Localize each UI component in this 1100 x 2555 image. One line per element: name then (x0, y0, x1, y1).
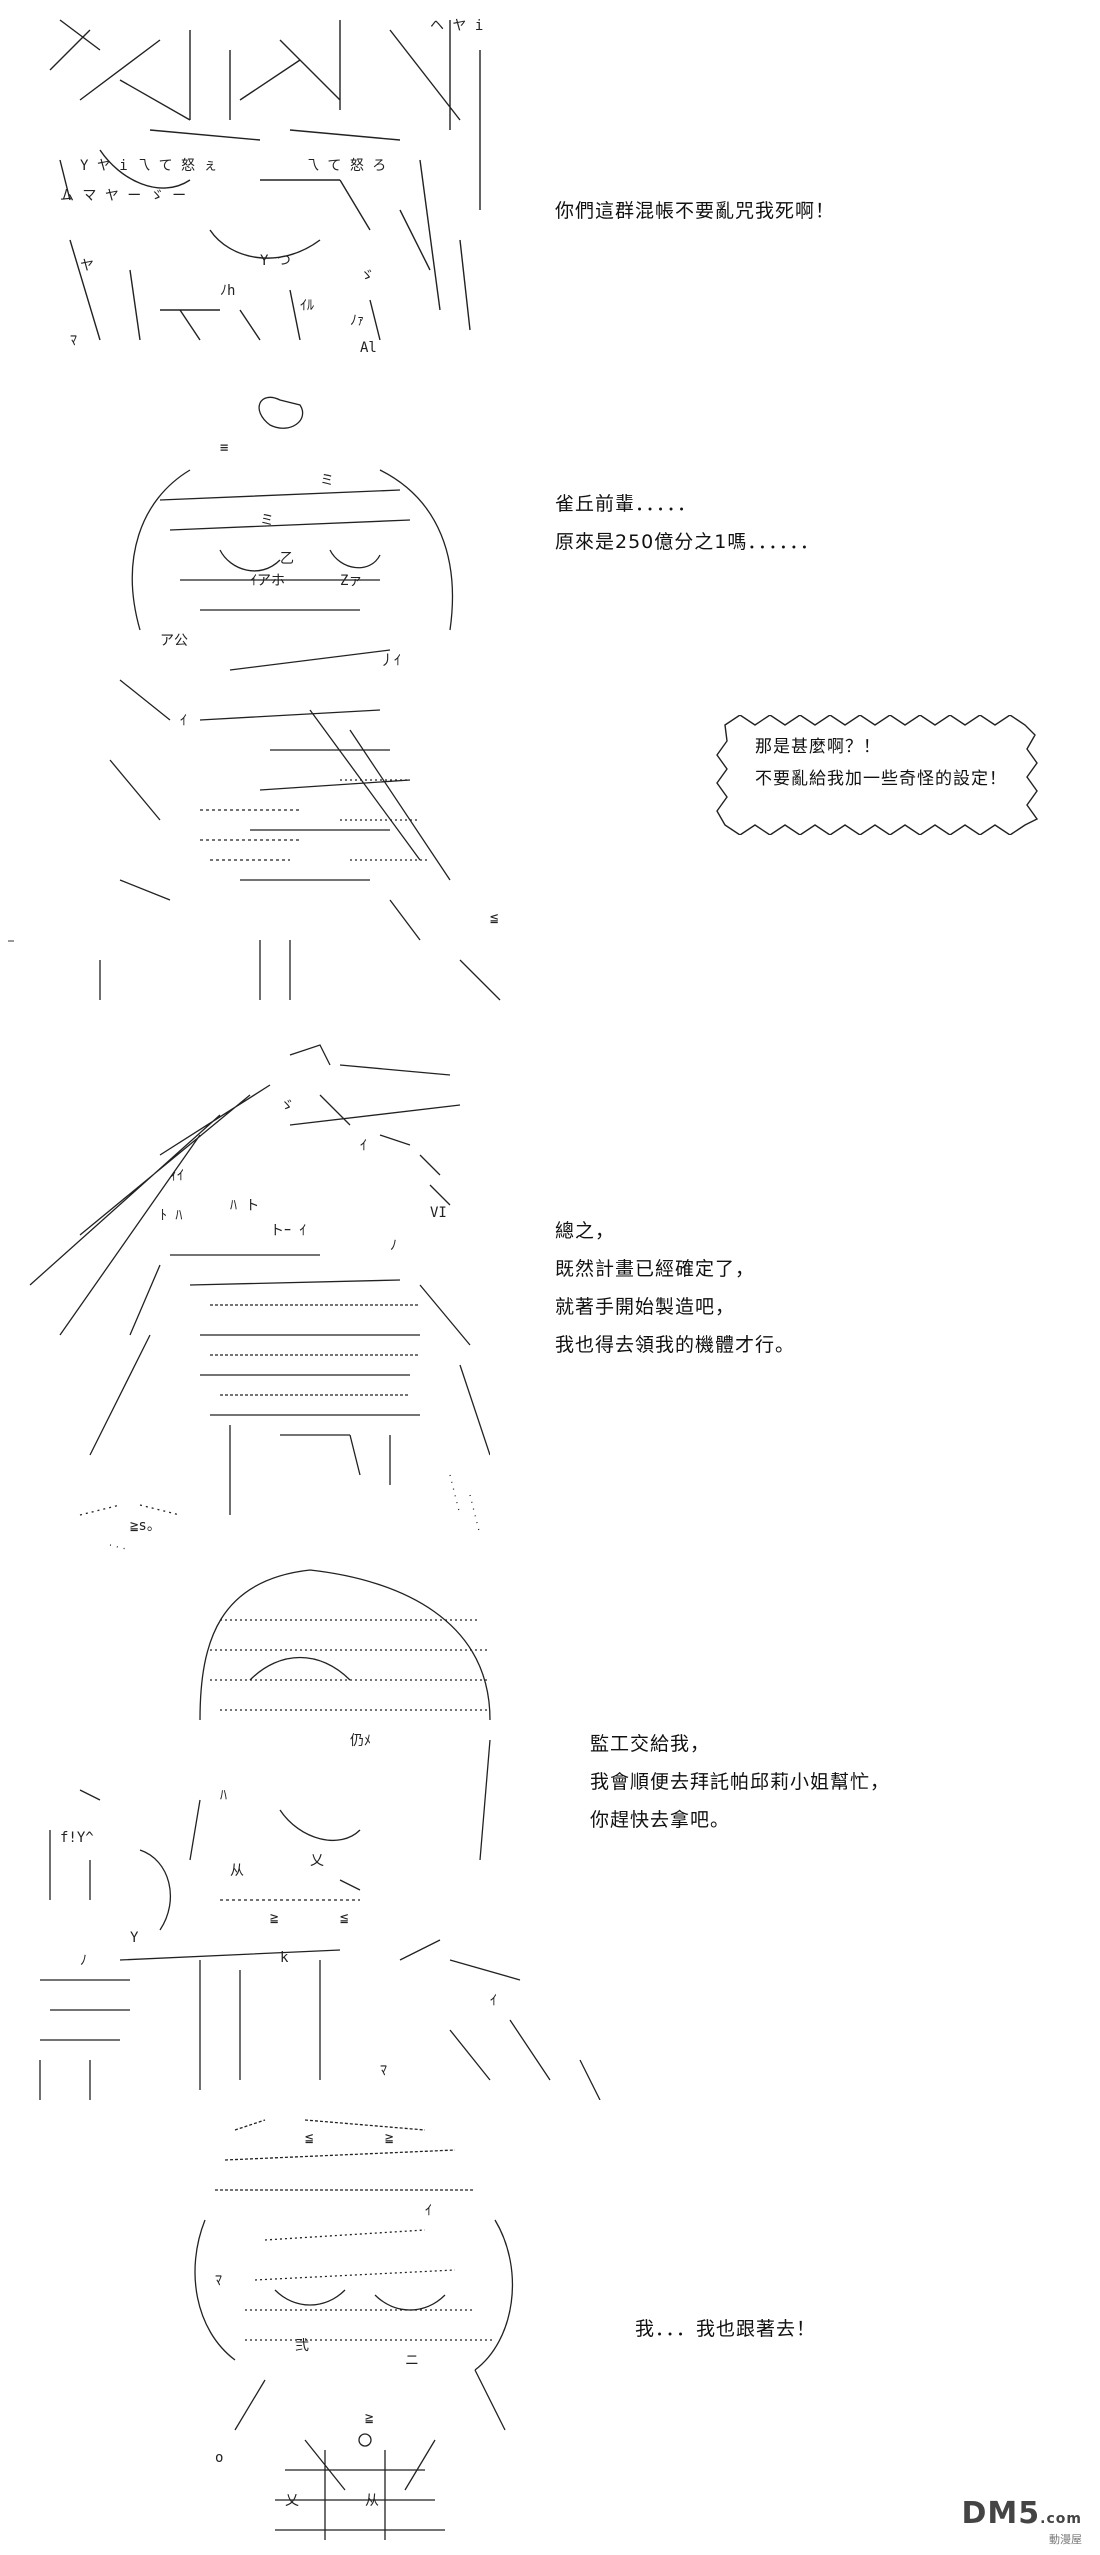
art-label: ﾊ ト (230, 1198, 260, 1214)
dialog-line: 你趕快去拿吧。 (590, 1809, 731, 1831)
art-label: ≦ (305, 2130, 314, 2146)
art-label: ア公 (160, 633, 188, 649)
dialog-line: 雀丘前輩．．．．． (555, 493, 698, 515)
dialog-line: 就著手開始製造吧， (555, 1296, 736, 1318)
art-label: ｲ (425, 2203, 432, 2219)
art-label: ニ (405, 2353, 419, 2369)
art-label: ≧ (270, 1910, 279, 1926)
art-label: ≦ (340, 1910, 349, 1926)
art-label: ｲﾙ (300, 298, 314, 314)
art-label: ｲ (360, 1138, 367, 1154)
art-label: ヘ ヤ i (430, 18, 484, 34)
art-label: ム マ ヤ ー ゞ ー (60, 188, 187, 204)
site-watermark-logo: DM5.com 動漫屋 (961, 2496, 1082, 2546)
ascii-art-figure-2: 乙 Zァ ア公 ｲアホ 丿ｲ ミ ≡ ミ ≦ ｲ (80, 380, 530, 1020)
art-label: ﾄ ﾊ (160, 1208, 183, 1224)
dialog-line: 總之， (555, 1220, 616, 1242)
art-label: ヤ (80, 258, 94, 274)
art-label: k (280, 1950, 289, 1966)
panel-5: ≦ ≧ 从 乂 弐 ニ ﾏ ｲ ≧ o 我．．．我也跟著去！ DM5.com 動… (0, 2100, 1100, 2555)
dialog-line: 原來是250億分之1嗎．．．．．． (555, 531, 820, 553)
art-label: ﾏ (70, 333, 77, 349)
art-label: ≦ (490, 910, 499, 926)
art-label: o (215, 2450, 224, 2466)
art-label: 乂 (310, 1853, 324, 1869)
bubble-text: 那是甚麼啊？！ 不要亂給我加一些奇怪的設定！ (755, 737, 1007, 789)
art-label: 乙 (280, 551, 294, 567)
art-label: 仍ﾒ (350, 1733, 371, 1749)
art-label: ﾏ (380, 2063, 387, 2079)
dialog-line: 監工交給我， (590, 1733, 711, 1755)
dialog-line: 我會順便去拜託帕邱莉小姐幫忙， (590, 1771, 891, 1793)
art-label: ≧ (385, 2130, 394, 2146)
art-label: ﾏ (215, 2273, 222, 2289)
dialog-line: 我也得去領我的機體才行。 (555, 1334, 796, 1356)
exclamation-bubble: 那是甚麼啊？！ 不要亂給我加一些奇怪的設定！ (715, 714, 1045, 836)
art-label: ﾊ (220, 1788, 227, 1804)
art-label: ｲ (180, 713, 187, 729)
art-label: ﾉh (220, 283, 236, 299)
art-label: ｨｲ (170, 1168, 184, 1184)
art-label: 乁 て 怒 ろ (305, 158, 387, 174)
dialog-line: 我．．．我也跟著去！ (635, 2318, 817, 2340)
art-label: ﾉ (390, 1238, 397, 1254)
panel-1: ヘ ヤ i Y ヤ i 乁 て 怒 ぇ ム マ ヤ ー ゞ ー 乁 て 怒 ろ … (0, 0, 1100, 380)
art-label: Y (130, 1930, 139, 1946)
art-label: 丿ｲ (380, 653, 401, 669)
art-label: Zァ (340, 573, 363, 589)
art-label: Y つ (260, 253, 291, 269)
art-label: f!Y^ (60, 1830, 94, 1846)
ascii-art-figure-3: トｰ ｲ ｨｲ ﾊ ト ﾄ ﾊ ゞ ≧s。 VI ﾉ ｲ (20, 1035, 490, 1555)
art-label: 弐 (295, 2338, 309, 2354)
art-label: 从 (365, 2493, 379, 2509)
watermark-sub: 動漫屋 (1049, 2533, 1082, 2546)
panel-3: トｰ ｲ ｨｲ ﾊ ト ﾄ ﾊ ゞ ≧s。 VI ﾉ ｲ 總之， 既然計畫已經確… (0, 1020, 1100, 1560)
art-label: ｲ (490, 1993, 497, 2009)
art-label: ﾉ (80, 1953, 87, 1969)
art-label: Y ヤ i 乁 て 怒 ぇ (80, 158, 218, 174)
art-label: ≧s。 (130, 1518, 161, 1534)
ascii-art-figure-1: ヘ ヤ i Y ヤ i 乁 て 怒 ぇ ム マ ヤ ー ゞ ー 乁 て 怒 ろ … (40, 10, 510, 370)
art-label: 从 (230, 1863, 244, 1879)
art-label: トｰ ｲ (270, 1223, 307, 1239)
art-label: Al (360, 340, 377, 356)
art-label: ゞ (280, 1098, 294, 1114)
art-label: 乂 (285, 2493, 299, 2509)
art-label: ｲアホ (250, 573, 285, 589)
stray-mark (8, 940, 14, 942)
art-label: ﾉｧ (350, 313, 364, 329)
art-label: VI (430, 1205, 447, 1221)
ascii-art-figure-5: ≦ ≧ 从 乂 弐 ニ ﾏ ｲ ≧ o (175, 2110, 595, 2550)
art-label: ≡ (220, 440, 229, 456)
art-label: ミ (260, 513, 274, 529)
dialog-line: 既然計畫已經確定了， (555, 1258, 756, 1280)
panel-4: 仍ﾒ ﾊ f!Y^ ﾉ 乂 ﾏ ｲ 从 k ≦ ≧ Y 監工交給我， 我會順便去… (0, 1560, 1100, 2100)
ascii-art-figure-4: 仍ﾒ ﾊ f!Y^ ﾉ 乂 ﾏ ｲ 从 k ≦ ≧ Y (20, 1560, 630, 2100)
dialog-line: 你們這群混帳不要亂咒我死啊！ (555, 200, 836, 222)
art-label: ゞ (360, 268, 374, 284)
panel-2: 乙 Zァ ア公 ｲアホ 丿ｲ ミ ≡ ミ ≦ ｲ 雀丘前輩．．．．． 原來是25… (0, 380, 1100, 1020)
art-label: ミ (320, 473, 334, 489)
art-label: ≧ (365, 2410, 374, 2426)
